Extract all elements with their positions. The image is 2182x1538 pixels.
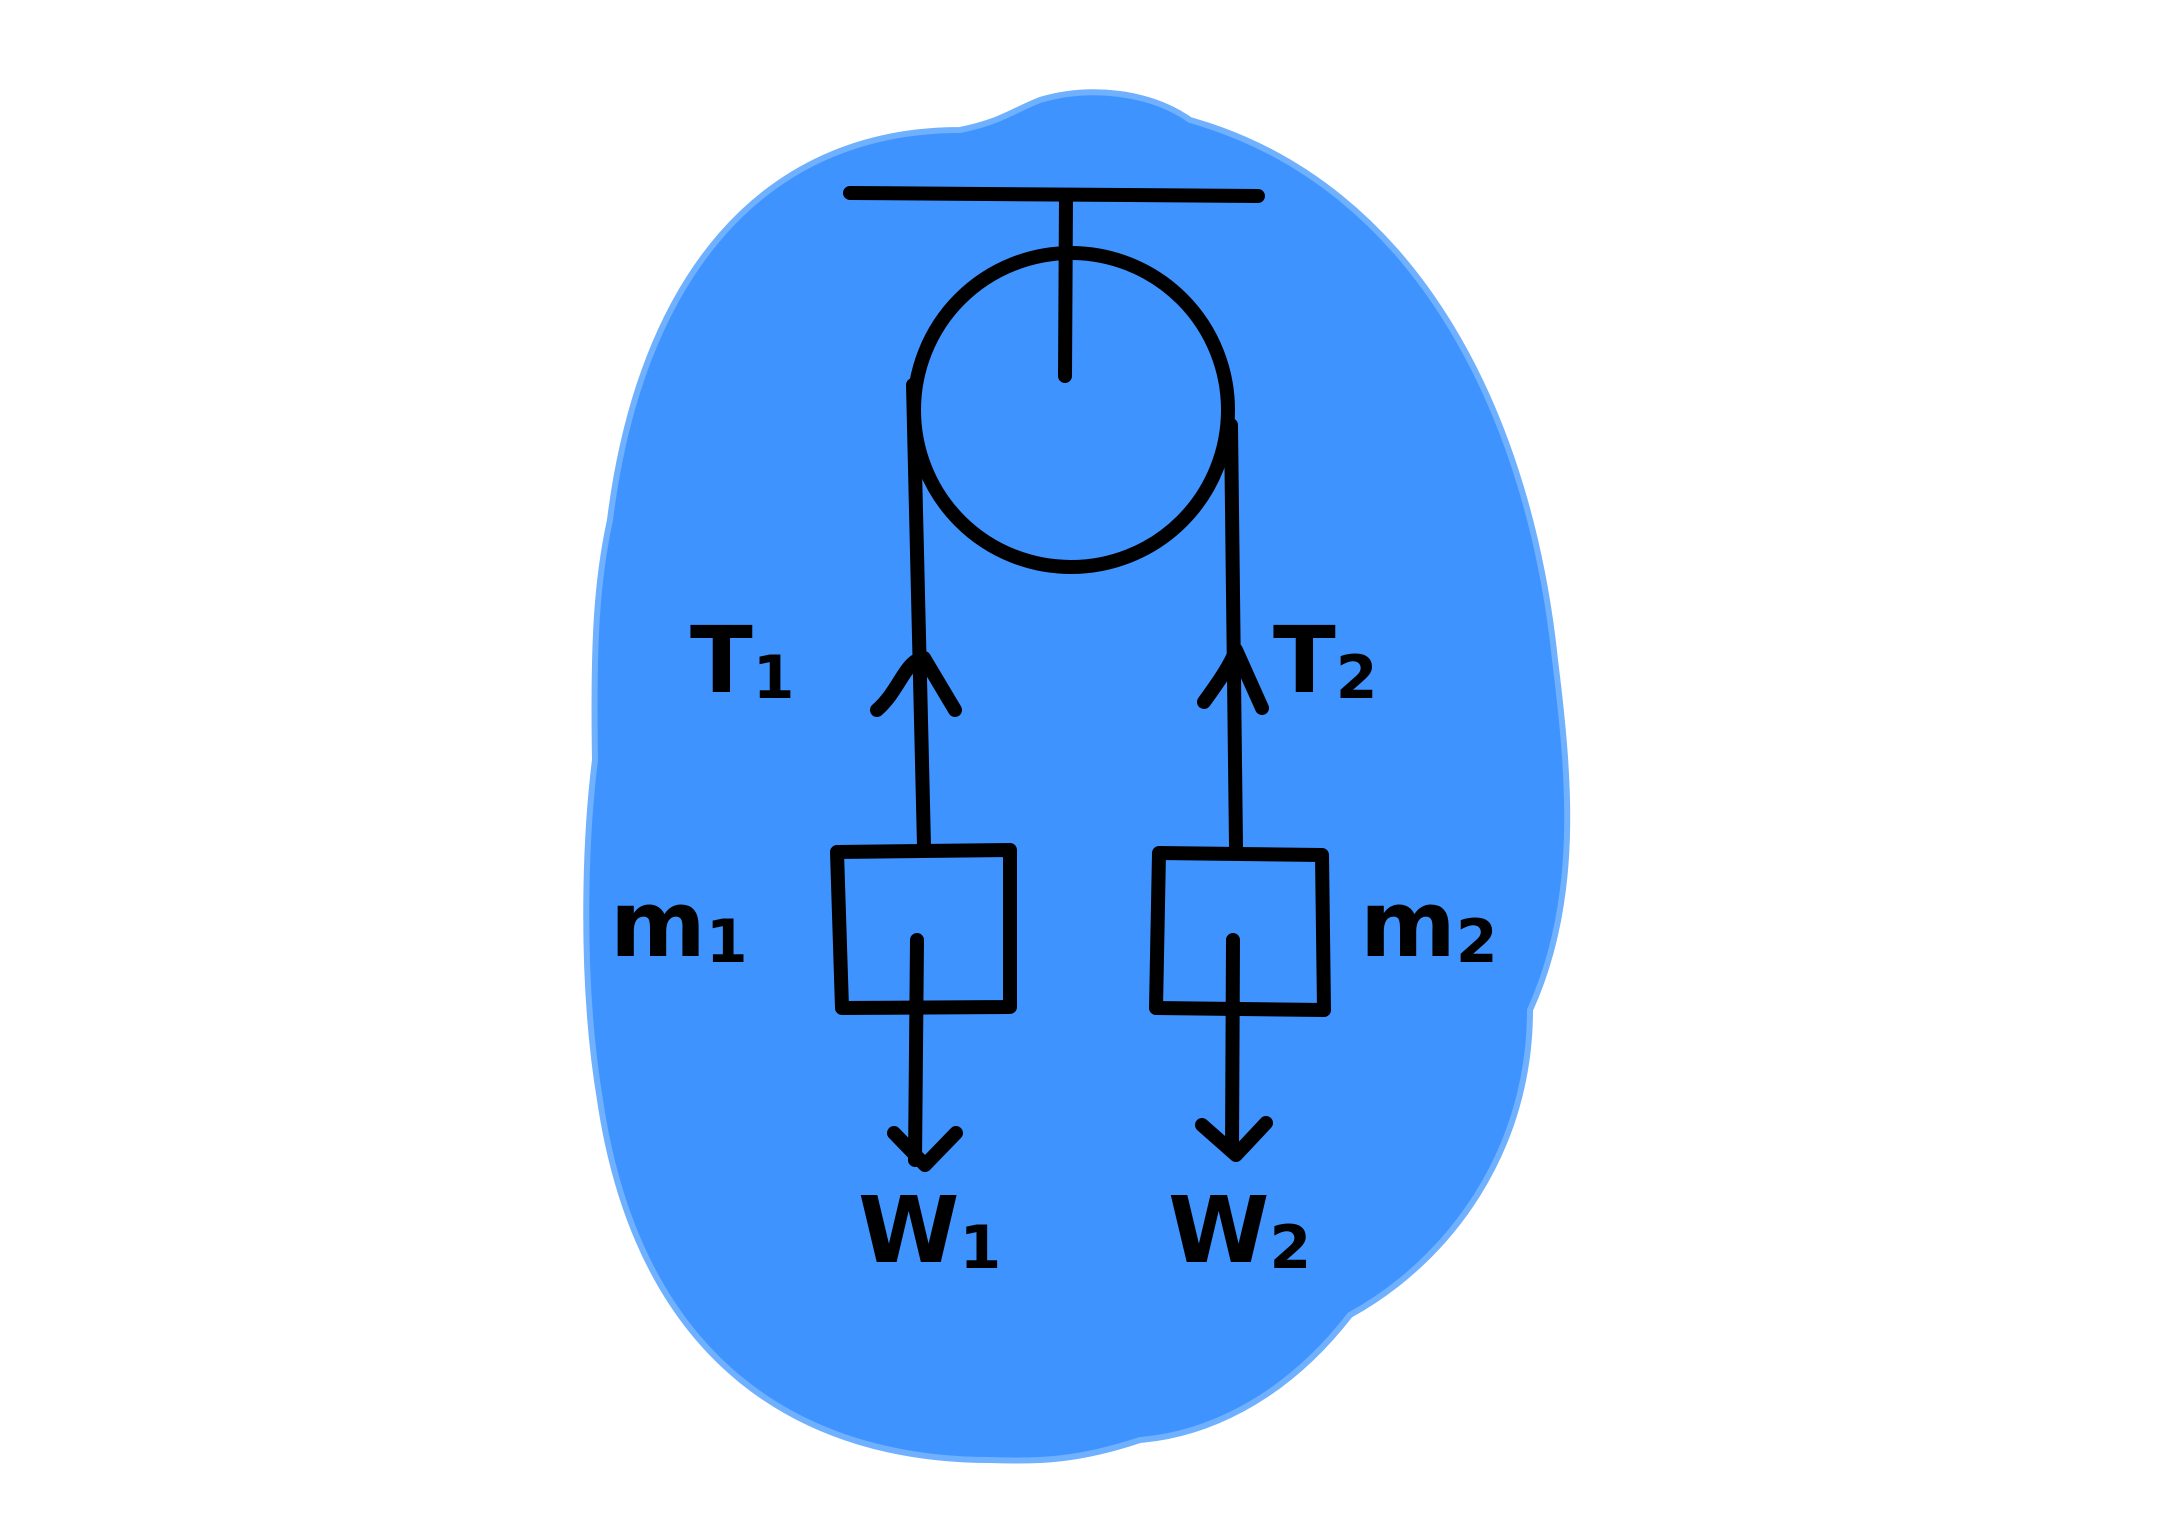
background-blob xyxy=(583,89,1571,1464)
mass-block-2 xyxy=(1149,846,1331,1017)
right-rope xyxy=(1224,418,1243,853)
tension-arrow-2-head xyxy=(1197,643,1269,715)
weight-arrow-2-shaft xyxy=(1225,933,1240,1157)
weight-label-w1: W1 xyxy=(858,1177,1001,1284)
weight-arrow-1-shaft xyxy=(908,933,924,1167)
tension-label-t2: T2 xyxy=(1273,607,1378,714)
mass-block-1 xyxy=(830,843,1017,1015)
tension-label-t1: T1 xyxy=(690,607,795,714)
weight-arrow-2-head xyxy=(1195,1116,1273,1162)
left-rope xyxy=(906,378,931,853)
tension-arrow-1-head xyxy=(870,651,962,717)
mass-label-m1: m1 xyxy=(610,871,748,978)
pulley-hanger xyxy=(1058,189,1073,383)
mass-label-m2: m2 xyxy=(1360,871,1498,978)
weight-label-w2: W2 xyxy=(1168,1177,1311,1284)
ceiling-bar xyxy=(843,186,1265,203)
weight-arrow-1-head xyxy=(887,1126,963,1172)
